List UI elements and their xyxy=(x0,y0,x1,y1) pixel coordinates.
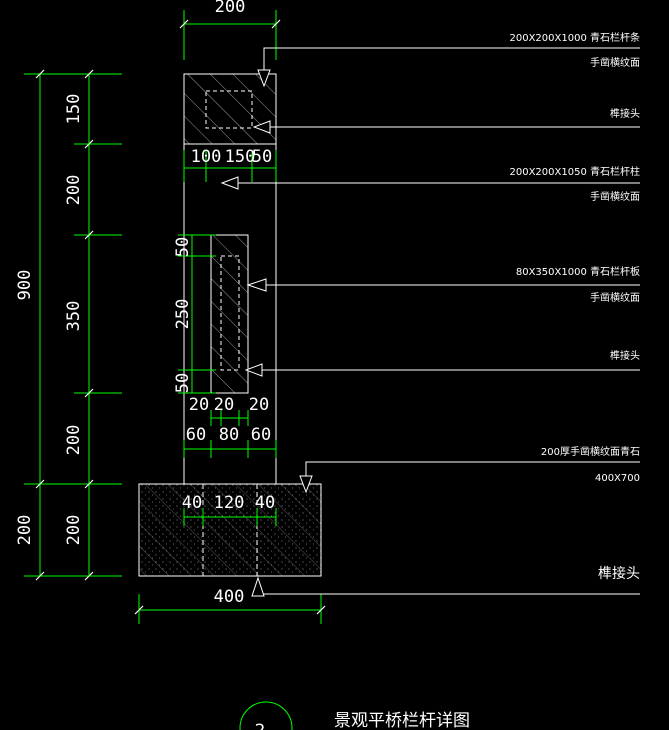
dim-panel-80: 80 xyxy=(219,425,239,445)
callout-panel-finish: 手凿横纹面 xyxy=(590,291,640,304)
leaders xyxy=(220,47,640,597)
dim-cap-150: 150 xyxy=(225,147,256,167)
callout-base-spec: 200厚手凿横纹面青石 xyxy=(541,445,640,458)
outlines xyxy=(138,73,322,577)
dim-base-40b: 40 xyxy=(255,493,275,513)
callout-cap-spec: 200X200X1000 青石栏杆条 xyxy=(509,31,640,44)
dimension-texts: 200 900 200 150 200 350 200 200 100 150 … xyxy=(15,0,275,607)
title-number-circle xyxy=(239,701,293,730)
dim-tenon-20a: 20 xyxy=(189,395,209,415)
dim-base-40a: 40 xyxy=(182,493,202,513)
dim-panel-50-top: 50 xyxy=(173,237,193,257)
callout-texts: 200X200X1000 青石栏杆条 手凿横纹面 榫接头 200X200X105… xyxy=(509,31,640,582)
dim-total-height: 900 xyxy=(15,270,35,301)
dim-cap-100: 100 xyxy=(191,147,222,167)
dim-panel-50-bot: 50 xyxy=(173,373,193,393)
dim-tenon-20c: 20 xyxy=(249,395,269,415)
callout-cap-finish: 手凿横纹面 xyxy=(590,56,640,69)
callout-post-spec: 200X200X1050 青石栏杆柱 xyxy=(509,165,640,178)
callout-panel-spec: 80X350X1000 青石栏杆板 xyxy=(516,265,640,278)
dim-350: 350 xyxy=(64,301,84,332)
callout-base-tenon: 榫接头 xyxy=(598,565,640,582)
dim-top-width: 200 xyxy=(215,0,246,17)
dim-base-inner: 200 xyxy=(64,515,84,546)
callout-post-finish: 手凿横纹面 xyxy=(590,190,640,203)
drawing-title: 景观平桥栏杆详图 xyxy=(334,711,470,730)
dim-base-400: 400 xyxy=(214,587,245,607)
dim-panel-60b: 60 xyxy=(251,425,271,445)
dim-panel-60a: 60 xyxy=(186,425,206,445)
dim-base-120: 120 xyxy=(214,493,245,513)
cap-tenon xyxy=(205,90,253,129)
callout-base-size: 400X700 xyxy=(595,473,640,484)
cap-block xyxy=(183,73,277,145)
panel xyxy=(210,234,249,394)
dim-panel-250: 250 xyxy=(173,299,193,330)
dim-200a: 200 xyxy=(64,175,84,206)
dim-cap-50: 50 xyxy=(252,147,272,167)
title-number: 2 xyxy=(255,721,266,730)
dim-150: 150 xyxy=(64,94,84,125)
callout-panel-tenon: 榫接头 xyxy=(610,349,640,362)
dim-200b: 200 xyxy=(64,425,84,456)
dim-base-outer: 200 xyxy=(15,515,35,546)
dim-tenon-20b: 20 xyxy=(214,395,234,415)
callout-cap-tenon: 榫接头 xyxy=(610,107,640,120)
panel-tenon xyxy=(220,255,240,371)
